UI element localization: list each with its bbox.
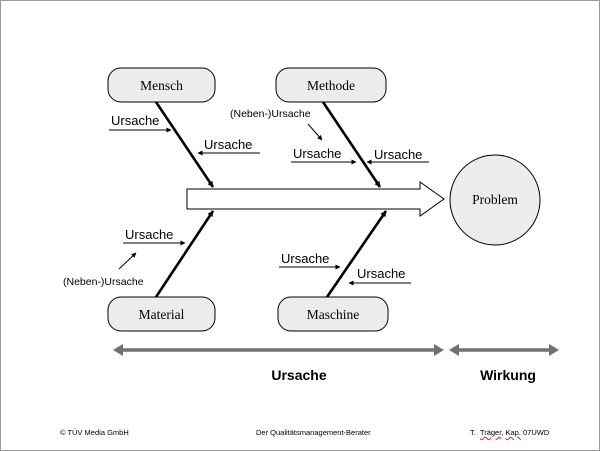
label-ursache-maschine-1: Ursache bbox=[281, 251, 329, 266]
label-problem: Problem bbox=[472, 192, 518, 207]
label-axis-cause: Ursache bbox=[271, 367, 326, 383]
label-mensch: Mensch bbox=[140, 78, 183, 93]
label-ursache-material: Ursache bbox=[125, 227, 173, 242]
effect-axis-arrow bbox=[449, 344, 559, 356]
box-mensch bbox=[107, 67, 216, 103]
label-ursache-maschine-2: Ursache bbox=[357, 266, 405, 281]
subarrow-neben-methode bbox=[307, 123, 323, 141]
problem-circle bbox=[449, 154, 541, 246]
label-ursache-mensch-2: Ursache bbox=[204, 137, 252, 152]
bone-methode bbox=[321, 101, 382, 188]
spine-arrow bbox=[186, 181, 445, 217]
footer-author-prefix: T. bbox=[470, 428, 476, 437]
label-material: Material bbox=[139, 307, 185, 322]
footer-copyright: © TÜV Media GmbH bbox=[60, 428, 129, 437]
label-ursache-mensch-1: Ursache bbox=[111, 113, 159, 128]
label-neben-ursache-material: (Neben-)Ursache bbox=[63, 276, 144, 288]
footer-publication: Der Qualitätsmanagement-Berater bbox=[256, 428, 371, 437]
footer-chapter-word: Kap. bbox=[505, 428, 521, 437]
footer-author-name: Träger bbox=[479, 428, 502, 437]
label-methode: Methode bbox=[307, 78, 355, 93]
bone-mensch bbox=[154, 101, 215, 188]
label-axis-effect: Wirkung bbox=[480, 367, 536, 383]
label-maschine: Maschine bbox=[307, 307, 359, 322]
label-ursache-methode-1: Ursache bbox=[293, 146, 341, 161]
box-material bbox=[107, 296, 216, 332]
bone-maschine bbox=[325, 210, 388, 298]
footer-chapter-code: 07UWD bbox=[523, 428, 550, 437]
bone-material bbox=[154, 210, 215, 298]
label-ursache-methode-2: Ursache bbox=[374, 147, 422, 162]
subarrow-neben-material bbox=[118, 252, 137, 270]
footer-author-comma: , bbox=[501, 428, 504, 437]
label-neben-ursache-methode: (Neben-)Ursache bbox=[230, 108, 311, 120]
cause-axis-arrow bbox=[113, 344, 444, 356]
footer-author: T. Träger, Kap. 07UWD bbox=[470, 428, 549, 437]
box-maschine bbox=[277, 296, 389, 332]
box-methode bbox=[275, 67, 387, 103]
